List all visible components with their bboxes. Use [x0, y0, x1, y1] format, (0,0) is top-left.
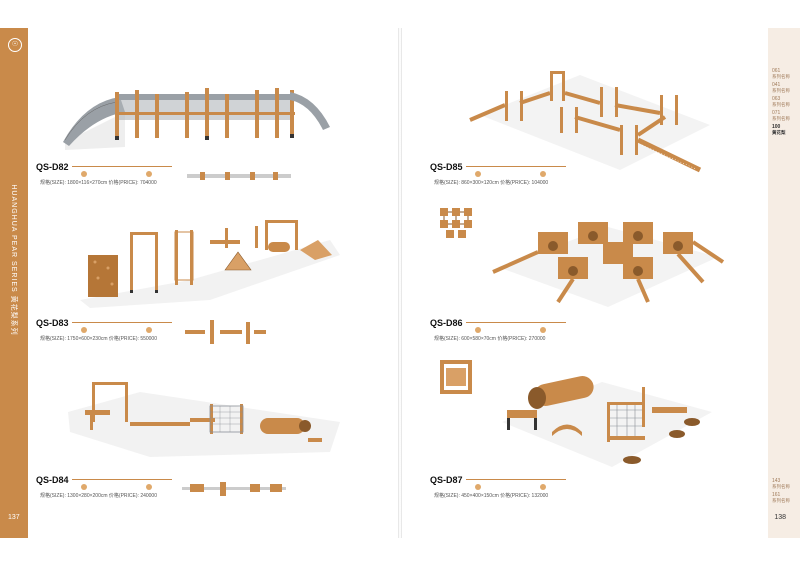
- product-code: QS-D84: [36, 475, 69, 485]
- size-icon: [81, 327, 87, 333]
- tab-item[interactable]: 041 系列名称: [772, 82, 790, 94]
- tab-item[interactable]: 063 系列名称: [772, 96, 790, 108]
- price-icon: [146, 171, 152, 177]
- product-image-qs-d82: [63, 88, 330, 150]
- product-thumbnail-qs-d84: [182, 482, 286, 496]
- product-spec: 规格(SIZE): 860×300×120cm 价格(PRICE): 10400…: [434, 180, 549, 186]
- tab-label: 系列名称: [772, 74, 790, 79]
- tab-label: 系列名称: [772, 88, 790, 93]
- page-number-left: 137: [8, 514, 20, 521]
- size-icon: [475, 484, 481, 490]
- tab-code: 041: [772, 82, 781, 88]
- product-code: QS-D82: [36, 162, 69, 172]
- tab-code: 161: [772, 492, 781, 498]
- product-spec: 规格(SIZE): 1800×116×270cm 价格(PRICE): 7040…: [40, 180, 157, 186]
- divider-line: [466, 166, 566, 167]
- tab-code: 061: [772, 68, 781, 74]
- divider-line: [72, 166, 172, 167]
- tab-label: 系列名称: [772, 116, 790, 121]
- tab-code: 143: [772, 478, 781, 484]
- tab-label: 系列名称: [772, 484, 790, 489]
- size-icon: [475, 327, 481, 333]
- divider-line: [466, 479, 566, 480]
- product-image-qs-d83: [80, 220, 340, 308]
- product-code: QS-D83: [36, 318, 69, 328]
- product-image-qs-d84: [68, 382, 340, 457]
- product-thumbnail-qs-d87: [440, 360, 472, 394]
- tab-label: 系列名称: [772, 498, 790, 503]
- price-icon: [146, 327, 152, 333]
- tab-code: 063: [772, 96, 781, 102]
- divider-line: [72, 322, 172, 323]
- tab-item-active[interactable]: 100 黄花梨: [772, 124, 786, 136]
- brand-logo-icon: ☉: [8, 38, 22, 52]
- series-title: HUANGHUA PEAR SERIES 黄花梨系列: [10, 184, 17, 336]
- section-index-tab: 061 系列名称 041 系列名称 063 系列名称 071 系列名称 100 …: [768, 28, 800, 538]
- product-thumbnail-qs-d83: [185, 320, 266, 344]
- product-spec: 规格(SIZE): 1750×600×230cm 价格(PRICE): 5500…: [40, 336, 157, 342]
- series-side-band: [0, 28, 28, 538]
- product-thumbnail-qs-d82: [187, 172, 291, 180]
- tab-item[interactable]: 061 系列名称: [772, 68, 790, 80]
- price-icon: [540, 327, 546, 333]
- size-icon: [81, 484, 87, 490]
- product-image-qs-d87: [502, 376, 712, 467]
- product-code: QS-D86: [430, 318, 463, 328]
- divider-line: [466, 322, 566, 323]
- price-icon: [540, 171, 546, 177]
- product-image-qs-d86: [492, 222, 725, 307]
- page-number-right: 138: [774, 514, 786, 521]
- tab-label: 黄花梨: [772, 130, 786, 135]
- product-spec: 规格(SIZE): 1300×280×200cm 价格(PRICE): 2400…: [40, 493, 157, 499]
- product-spec: 规格(SIZE): 450×400×150cm 价格(PRICE): 13200…: [434, 493, 549, 499]
- size-icon: [475, 171, 481, 177]
- price-icon: [146, 484, 152, 490]
- tab-item[interactable]: 143 系列名称: [772, 478, 790, 490]
- tab-code: 100: [772, 124, 781, 130]
- product-spec: 规格(SIZE): 600×580×70cm 价格(PRICE): 270000: [434, 336, 546, 342]
- tab-item[interactable]: 071 系列名称: [772, 110, 790, 122]
- product-code: QS-D85: [430, 162, 463, 172]
- tab-item[interactable]: 161 系列名称: [772, 492, 790, 504]
- tab-label: 系列名称: [772, 102, 790, 107]
- product-code: QS-D87: [430, 475, 463, 485]
- tab-code: 071: [772, 110, 781, 116]
- size-icon: [81, 171, 87, 177]
- divider-line: [72, 479, 172, 480]
- price-icon: [540, 484, 546, 490]
- product-image-qs-d85: [469, 71, 710, 173]
- product-thumbnail-qs-d86: [440, 208, 472, 238]
- book-gutter: [398, 28, 402, 538]
